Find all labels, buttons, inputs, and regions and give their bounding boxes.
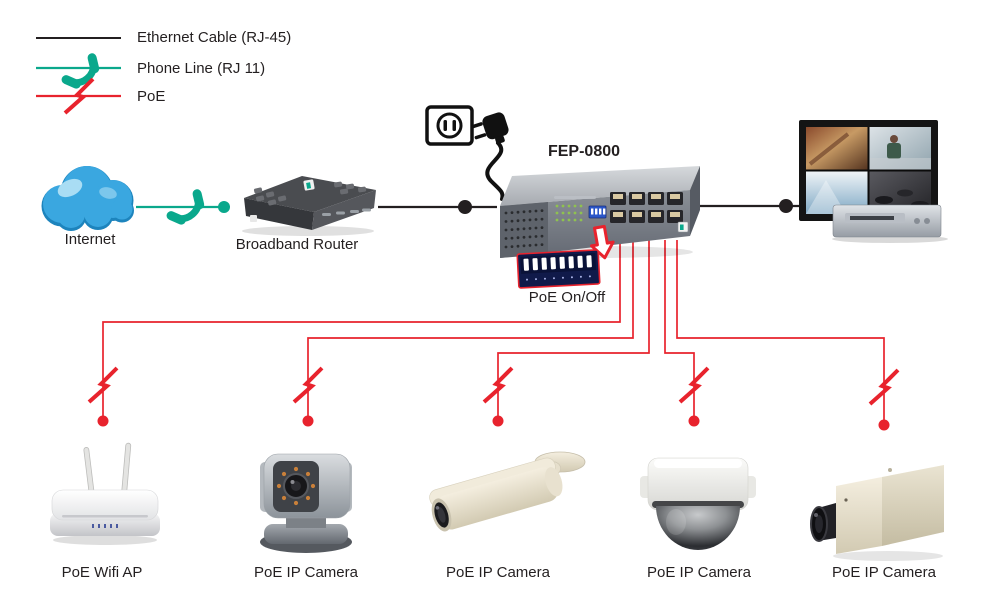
device-label-ptz-camera: PoE IP Camera — [254, 564, 358, 581]
legend-phone-line — [36, 58, 121, 90]
switch-model-label: FEP-0800 — [547, 143, 621, 160]
bullet-camera — [429, 451, 586, 532]
internet-label: Internet — [64, 231, 116, 248]
poe-cable-1 — [102, 240, 621, 416]
phone-handset-icon — [171, 194, 205, 226]
poe-cable-5 — [676, 240, 885, 420]
power-cable — [485, 141, 505, 201]
internet-cloud — [41, 166, 134, 231]
connection-dot — [218, 201, 230, 213]
poe-endpoint-dots — [97, 415, 890, 431]
ethernet-cable-router-switch — [378, 200, 497, 214]
cctv-view-mall-escalator — [806, 127, 868, 170]
legend-label-ethernet: Ethernet Cable (RJ-45) — [137, 29, 292, 46]
nvr-recorder — [832, 204, 948, 243]
connection-dot — [779, 199, 793, 213]
poe-bolts — [87, 366, 900, 406]
box-camera — [810, 465, 944, 561]
legend-poe-line — [36, 77, 121, 115]
poe-cables — [102, 240, 885, 420]
legend-label-poe: PoE — [137, 88, 166, 105]
power-outlet-icon — [425, 105, 474, 146]
dip-switch-label: PoE On/Off — [528, 289, 606, 306]
poe-cable-2 — [307, 240, 634, 416]
dome-camera — [640, 457, 756, 550]
legend-label-phone: Phone Line (RJ 11) — [137, 60, 266, 77]
phone-handset-icon — [66, 58, 100, 90]
broadband-router — [242, 176, 376, 236]
ethernet-cable-switch-monitor — [693, 199, 800, 213]
switch-ports — [610, 192, 683, 223]
switch-led-grid — [555, 204, 583, 222]
ptz-camera — [260, 453, 352, 553]
switch-print-text — [554, 196, 596, 199]
dip-switch-callout — [516, 249, 601, 289]
phone-line-cable — [136, 194, 230, 226]
device-label-dome-camera: PoE IP Camera — [647, 564, 751, 581]
device-label-bullet-camera: PoE IP Camera — [446, 564, 550, 581]
device-label-box-camera: PoE IP Camera — [832, 564, 936, 581]
poe-cable-4 — [664, 240, 695, 416]
router-label: Broadband Router — [235, 236, 359, 253]
power-plug-icon — [471, 112, 509, 201]
switch-dip-switch — [588, 205, 607, 219]
connection-dot — [458, 200, 472, 214]
wifi-ap — [50, 442, 160, 545]
device-label-wifi-ap: PoE Wifi AP — [61, 564, 143, 581]
